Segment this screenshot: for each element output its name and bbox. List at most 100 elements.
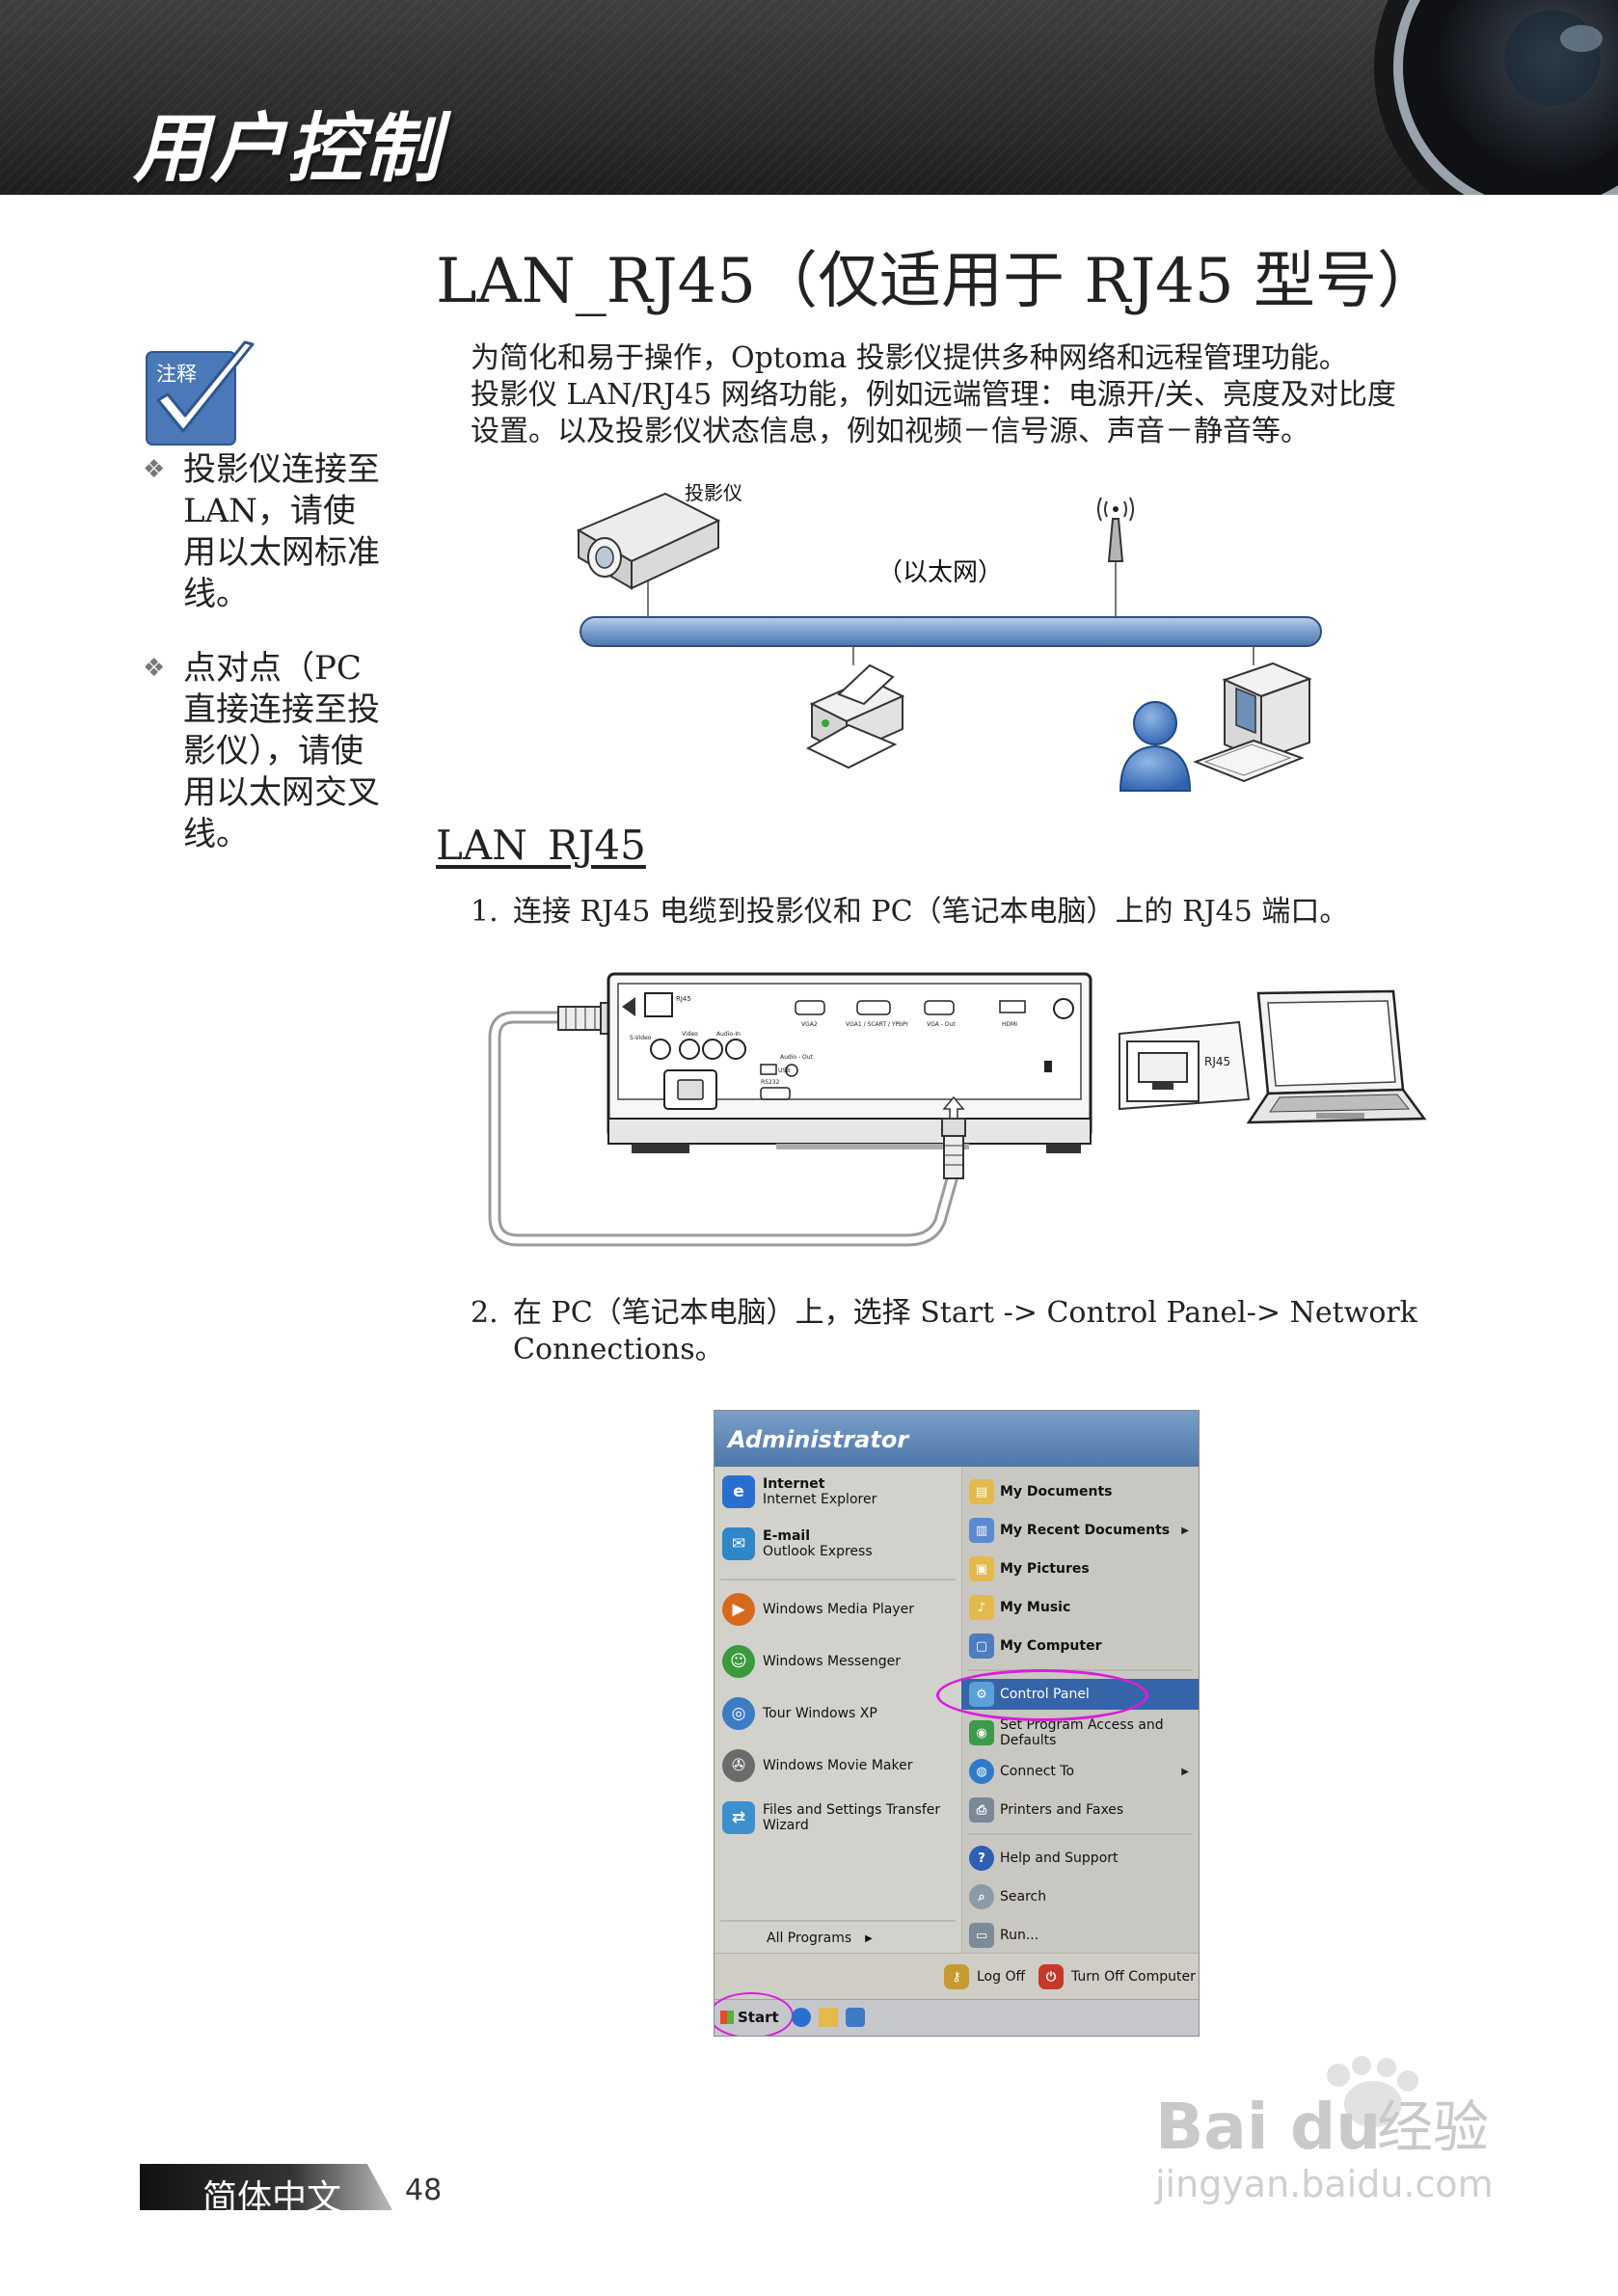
transfer-icon: ⇄ — [722, 1801, 755, 1834]
watermark-suffix: 经验 — [1377, 2094, 1489, 2160]
folder-icon: ▤ — [969, 1479, 994, 1504]
computer-icon — [1193, 662, 1312, 783]
ie-icon: e — [722, 1475, 755, 1508]
step-text: 在 PC（笔记本电脑）上，选择 Start -> Control Panel->… — [513, 1296, 1417, 1330]
step-2-cont: Connections。 — [513, 1325, 724, 1367]
menu-item-title: Connect To — [1000, 1764, 1075, 1779]
mail-icon: ✉ — [722, 1527, 755, 1560]
log-off-label: Log Off — [977, 1969, 1026, 1985]
step-number: 2. — [471, 1296, 499, 1330]
menu-item-media-player[interactable]: ▶ Windows Media Player — [722, 1590, 914, 1629]
note-line: 用以太网标准 — [183, 533, 380, 572]
port-label-rj45: RJ45 — [676, 995, 691, 1003]
note-line: 投影仪连接至 — [183, 450, 380, 489]
menu-item-title: My Recent Documents — [1000, 1523, 1171, 1538]
power-icon: ⏻ — [1038, 1964, 1064, 1989]
menu-item-subtitle: Internet Explorer — [763, 1492, 877, 1507]
help-icon: ? — [969, 1846, 994, 1871]
turn-off-button[interactable]: ⏻ Turn Off Computer — [1038, 1958, 1196, 1996]
projector-icon — [576, 492, 721, 590]
media-quicklaunch-icon[interactable] — [846, 2008, 865, 2027]
menu-item-title: Help and Support — [1000, 1850, 1119, 1866]
printer-icon — [805, 663, 905, 770]
computer-icon: ▢ — [969, 1634, 994, 1659]
menu-item-title: My Music — [1000, 1600, 1071, 1615]
connection-diagram: RJ45 VGA2 VGA1 / SCART / YPbPr VGA - Out… — [488, 972, 1427, 1247]
port-label-audio-out: Audio - Out — [780, 1054, 814, 1061]
port-label-audio-in: Audio-In — [716, 1031, 741, 1038]
menu-item-subtitle: Wizard — [763, 1818, 809, 1833]
intro-line-3: 设置。以及投影仪状态信息，例如视频－信号源、声音－静音等。 — [471, 415, 1309, 448]
antenna-icon — [1097, 497, 1134, 562]
menu-item-search[interactable]: ⌕ Search — [969, 1877, 1046, 1916]
baidu-watermark: Bai du 经验 jingyan.baidu.com — [1154, 2056, 1494, 2205]
menu-item-my-pictures[interactable]: ▣ My Pictures — [969, 1550, 1090, 1588]
watermark-brand2: du — [1290, 2090, 1381, 2164]
step-number: 1. — [471, 895, 499, 929]
network-diagram: 投影仪 （以太网） — [576, 481, 1322, 792]
port-label-hdmi: HDMI — [1002, 1021, 1017, 1028]
note-line: 线。 — [183, 575, 249, 613]
menu-item-title: Set Program Access and — [1000, 1717, 1164, 1733]
port-label-vga1: VGA1 / SCART / YPbPr — [846, 1021, 908, 1028]
all-programs-label: All Programs — [767, 1931, 852, 1946]
note-line: 直接连接至投 — [183, 690, 380, 729]
arrow-right-icon: ▶ — [1181, 1766, 1189, 1777]
note-item-2: ❖ 点对点（PC 直接连接至投 影仪），请使 用以太网交叉 线。 — [143, 648, 405, 855]
menu-item-my-computer[interactable]: ▢ My Computer — [969, 1627, 1102, 1665]
ethernet-label: （以太网） — [877, 558, 1003, 587]
arrow-right-icon: ▶ — [1181, 1525, 1189, 1536]
projector-rear-panel — [607, 972, 1092, 1153]
rj45-callout-label: RJ45 — [1204, 1055, 1230, 1068]
port-label-svideo: S-Video — [630, 1035, 652, 1041]
menu-item-tour[interactable]: ◎ Tour Windows XP — [722, 1694, 877, 1733]
menu-separator — [720, 1920, 956, 1922]
port-label-usb: USB — [778, 1067, 790, 1074]
step-1: 1.连接 RJ45 电缆到投影仪和 PC（笔记本电脑）上的 RJ45 端口。 — [471, 887, 1348, 930]
port-label-rs232: RS232 — [761, 1079, 780, 1086]
start-highlight-ring — [715, 1992, 794, 2036]
media-player-icon: ▶ — [722, 1593, 755, 1626]
note-check-icon: 注释 — [146, 340, 255, 446]
page-number: 48 — [405, 2174, 443, 2207]
menu-item-movie-maker[interactable]: ✇ Windows Movie Maker — [722, 1746, 912, 1785]
ie-quicklaunch-icon[interactable] — [792, 2008, 811, 2027]
menu-item-my-music[interactable]: ♪ My Music — [969, 1588, 1070, 1627]
menu-item-connect-to[interactable]: ◍ Connect To ▶ — [969, 1752, 1193, 1791]
ethernet-bus — [580, 616, 1322, 647]
connect-icon: ◍ — [969, 1759, 994, 1784]
subsection-title: LAN_RJ45 — [436, 822, 646, 869]
page-header: 用户控制 — [0, 0, 1618, 195]
menu-item-title: My Pictures — [1000, 1561, 1090, 1577]
step-text: Connections。 — [513, 1333, 724, 1366]
program-access-icon: ◉ — [969, 1720, 994, 1745]
all-programs-button[interactable]: All Programs ▶ — [767, 1924, 873, 1953]
laptop-icon — [1246, 989, 1427, 1124]
menu-item-subtitle: Outlook Express — [763, 1544, 873, 1559]
menu-item-my-documents[interactable]: ▤ My Documents — [969, 1472, 1113, 1511]
note-line: LAN，请使 — [183, 492, 356, 530]
messenger-icon: ☺ — [722, 1645, 755, 1678]
menu-item-title: Printers and Faxes — [1000, 1802, 1124, 1818]
menu-item-printers[interactable]: ⎙ Printers and Faxes — [969, 1791, 1123, 1829]
menu-item-title: Windows Media Player — [763, 1602, 915, 1617]
desktop-quicklaunch-icon[interactable] — [819, 2008, 838, 2027]
menu-item-title: Files and Settings Transfer — [763, 1802, 941, 1818]
menu-item-run[interactable]: ▭ Run... — [969, 1916, 1038, 1955]
log-off-button[interactable]: ⚷ Log Off — [944, 1958, 1025, 1996]
pictures-icon: ▣ — [969, 1556, 994, 1581]
menu-item-messenger[interactable]: ☺ Windows Messenger — [722, 1642, 901, 1681]
footer-language: 简体中文 — [202, 2178, 342, 2218]
menu-item-title: Run... — [1000, 1928, 1039, 1943]
note-line: 线。 — [183, 815, 249, 853]
key-icon: ⚷ — [944, 1964, 969, 1989]
menu-item-recent-docs[interactable]: ▥ My Recent Documents ▶ — [969, 1511, 1193, 1550]
start-menu-user: Administrator — [728, 1426, 909, 1453]
menu-item-title: E-mail — [763, 1528, 811, 1544]
menu-item-help[interactable]: ? Help and Support — [969, 1839, 1119, 1877]
